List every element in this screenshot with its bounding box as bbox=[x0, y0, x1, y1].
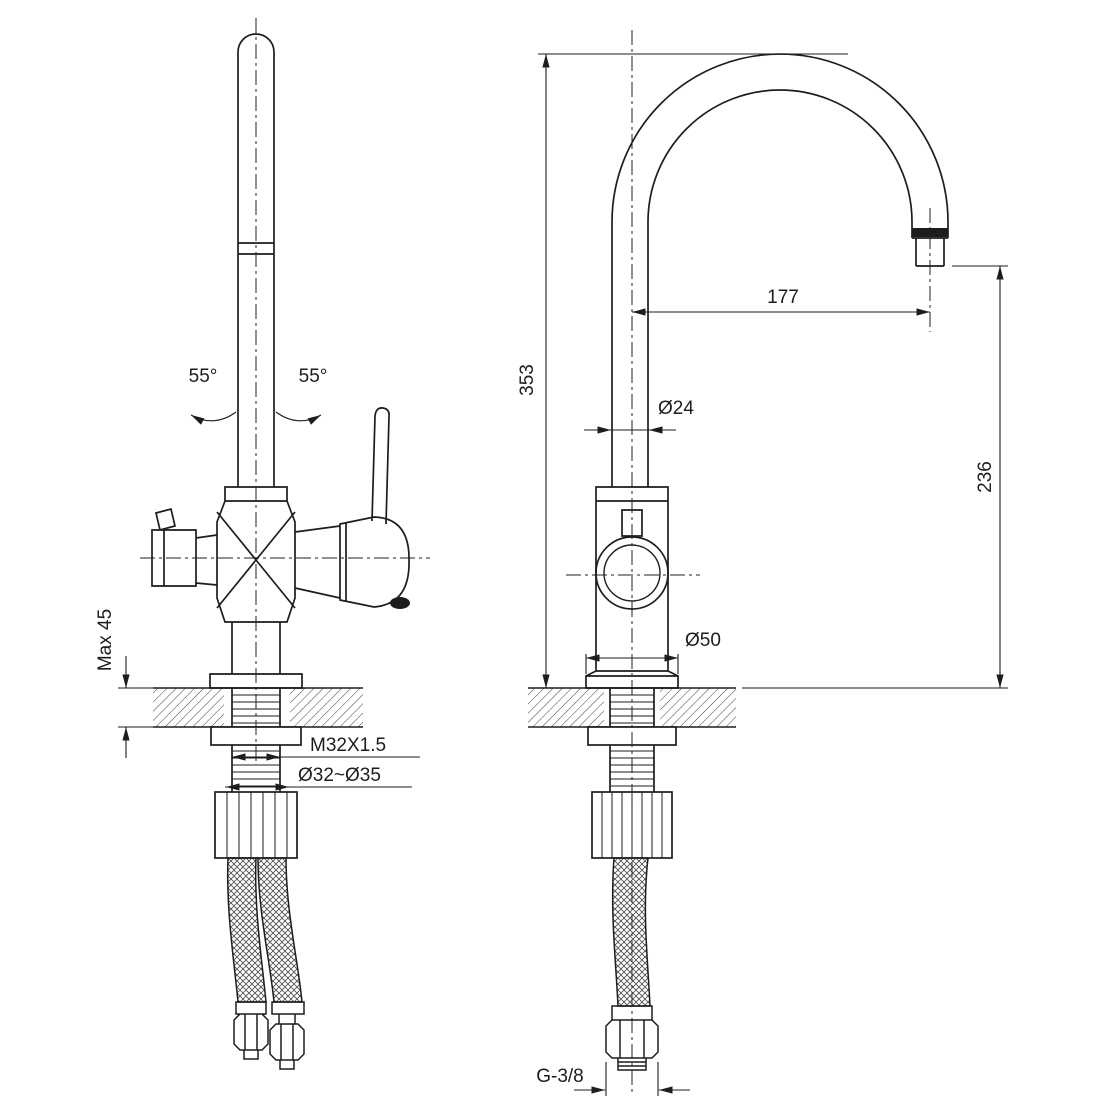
front-hose-right bbox=[257, 857, 303, 1003]
label-353: 353 bbox=[517, 364, 538, 396]
counter-section bbox=[153, 687, 736, 728]
counter-hatch-side-right bbox=[660, 688, 736, 727]
counter-hatch-front-left bbox=[153, 688, 224, 727]
label-177: 177 bbox=[767, 287, 799, 308]
front-handle bbox=[294, 407, 410, 608]
swivel-arrow-right bbox=[275, 411, 322, 425]
dimensions bbox=[118, 53, 1008, 1096]
label-angle-right: 55° bbox=[299, 366, 328, 387]
front-nut-ribs bbox=[226, 792, 288, 858]
front-handle-cap bbox=[390, 597, 410, 609]
counter-hatch-side-left bbox=[528, 688, 604, 727]
side-spout bbox=[611, 53, 949, 487]
label-hole-diameter: Ø32~Ø35 bbox=[298, 765, 381, 786]
swivel-arrow-left bbox=[190, 411, 237, 425]
label-m32: M32X1.5 bbox=[310, 735, 386, 756]
dim-g38-extension bbox=[605, 1062, 659, 1096]
side-fitting bbox=[605, 1005, 659, 1071]
side-hose bbox=[611, 857, 651, 1007]
side-body bbox=[585, 486, 679, 689]
dim-max45-extension bbox=[118, 687, 153, 728]
front-fitting-left bbox=[233, 1001, 269, 1060]
counter-hatch-front-right bbox=[290, 688, 363, 727]
front-view bbox=[151, 33, 410, 1070]
label-g38: G-3/8 bbox=[536, 1066, 584, 1087]
front-fitting-right bbox=[269, 1001, 305, 1070]
side-body-boss-outer bbox=[595, 536, 669, 610]
label-angle-left: 55° bbox=[189, 366, 218, 387]
labels: 55° 55° Max 45 M32X1.5 Ø32~Ø35 353 177 Ø… bbox=[95, 287, 996, 1087]
label-base-diameter: Ø50 bbox=[685, 630, 721, 651]
side-spout-outlet-band bbox=[912, 228, 948, 237]
label-max-45: Max 45 bbox=[95, 609, 116, 671]
label-236: 236 bbox=[975, 461, 996, 493]
counter-edges bbox=[153, 687, 736, 728]
centerlines bbox=[140, 18, 931, 1095]
dim-236-extension bbox=[742, 265, 1008, 689]
front-knob bbox=[151, 507, 218, 587]
side-view bbox=[585, 53, 949, 1071]
label-tube-diameter: Ø24 bbox=[658, 398, 694, 419]
